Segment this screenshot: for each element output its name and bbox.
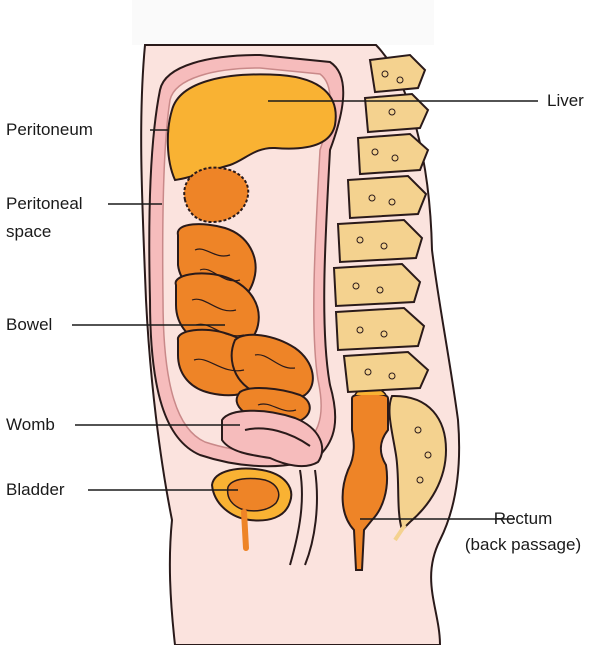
label-womb: Womb [6, 415, 55, 434]
leader-lines [72, 100, 538, 520]
label-liver: Liver [547, 91, 584, 110]
womb-cavity [244, 427, 311, 447]
stomach [183, 166, 250, 224]
bladder-inner [226, 477, 280, 512]
label-peritoneal-space-line1: Peritoneal [6, 194, 83, 213]
vertebra-texture [352, 70, 432, 484]
label-bowel: Bowel [6, 315, 53, 334]
urethra [241, 509, 249, 551]
spine [332, 53, 448, 532]
label-peritoneum: Peritoneum [6, 120, 93, 139]
womb [221, 409, 324, 468]
bowel [174, 223, 314, 425]
rectum [341, 392, 389, 571]
label-rectum-line2: (back passage) [464, 535, 582, 554]
label-bladder: Bladder [6, 480, 65, 499]
label-peritoneal-space-line2: space [6, 222, 52, 241]
top-strip [132, 0, 434, 45]
vaginal-canal [289, 469, 318, 566]
label-rectum-line1: Rectum [493, 509, 553, 528]
coccyx [393, 523, 407, 542]
